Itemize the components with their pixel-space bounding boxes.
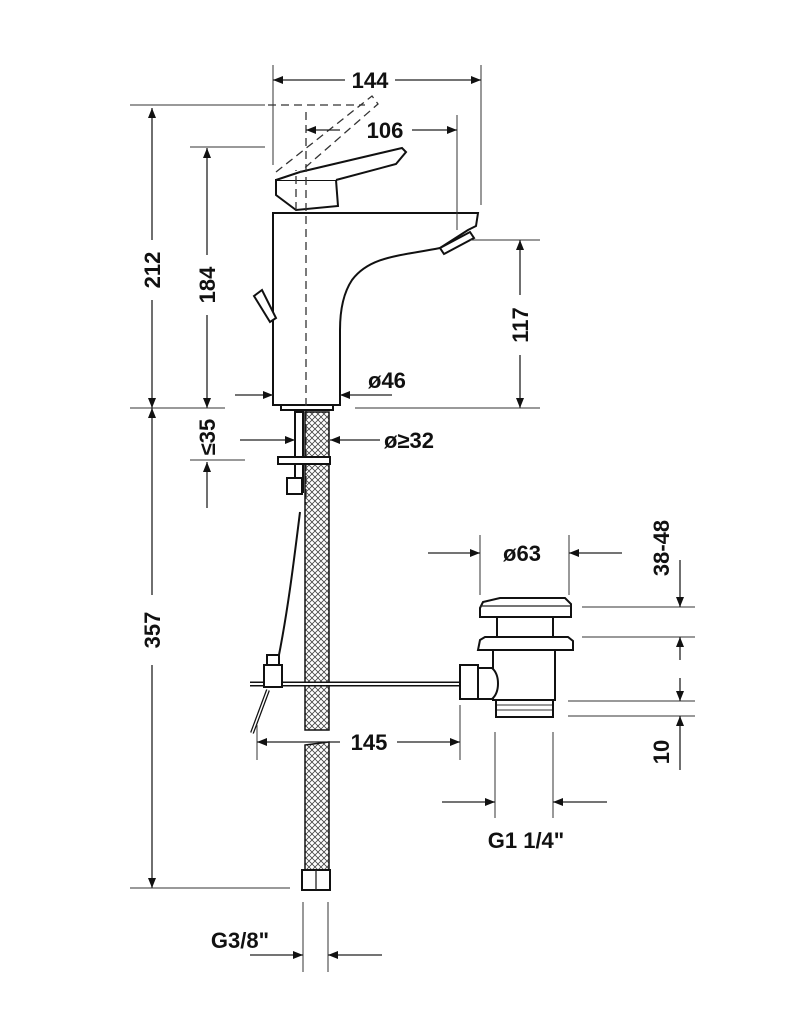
drain-valve (459, 597, 574, 718)
dim-drain-diameter-label: ø63 (503, 541, 541, 566)
dim-drain-height-label: 38-48 (649, 520, 674, 576)
faucet-handle (275, 95, 408, 212)
popup-lever (252, 288, 278, 324)
dim-212-label: 212 (140, 252, 165, 289)
faucet-body (272, 212, 480, 411)
dim-drain-thread-label: G1 1/4" (488, 828, 564, 853)
dim-106-label: 106 (367, 118, 404, 143)
dim-counter-thickness-label: ≤35 (195, 419, 220, 456)
supply-hose (277, 411, 331, 891)
dim-144-label: 144 (352, 68, 389, 93)
dim-357-label: 357 (140, 612, 165, 649)
dim-thread-length-label: 10 (649, 740, 674, 764)
dimension-lines (130, 65, 695, 972)
dim-184-label: 184 (195, 266, 220, 303)
dim-body-diameter-label: ø46 (368, 368, 406, 393)
dim-hole-diameter-label: ø≥32 (384, 428, 434, 453)
dim-supply-thread-label: G3/8" (211, 928, 269, 953)
dim-117-label: 117 (508, 307, 533, 343)
popup-cable (277, 511, 301, 661)
dim-145-label: 145 (351, 730, 388, 755)
popup-rod (250, 654, 462, 734)
